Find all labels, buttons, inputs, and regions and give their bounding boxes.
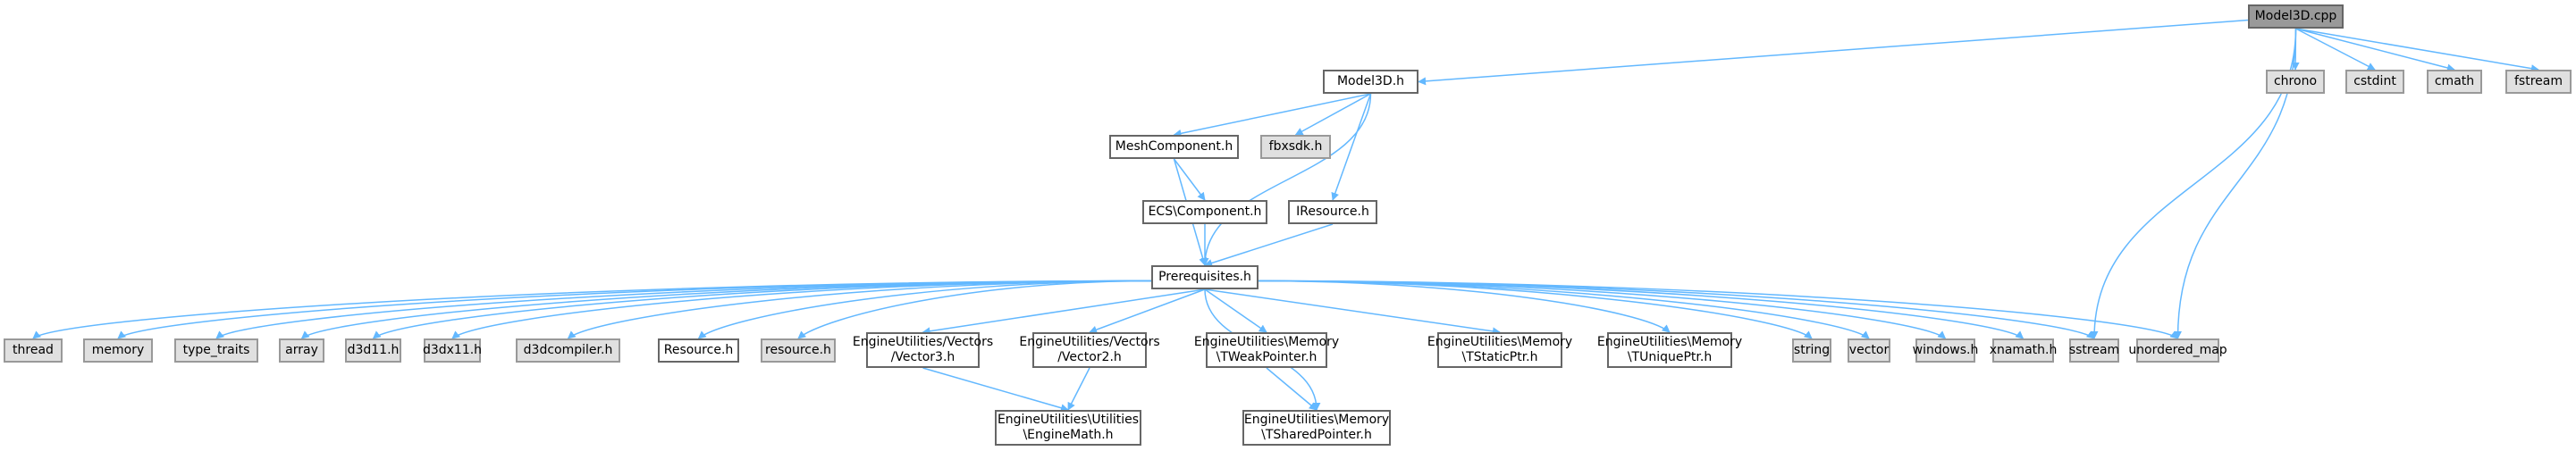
node-label: IResource.h (1296, 205, 1369, 219)
edge-prerequisites_h-to-tweakpointer_h (1204, 288, 1267, 333)
edge-prerequisites_h-to-thread (32, 280, 1152, 339)
node-label: EngineUtilities\Memory \TSharedPointer.h (1243, 413, 1390, 442)
node-label: EngineUtilities\Memory \TUniquePtr.h (1596, 335, 1743, 364)
node-enginemath-h[interactable]: EngineUtilities\Utilities \EngineMath.h (995, 410, 1141, 446)
node-label: ECS\Component.h (1148, 205, 1262, 219)
node-model3d-h[interactable]: Model3D.h (1323, 70, 1418, 94)
node-label: fstream (2514, 74, 2563, 88)
node-tstaticptr-h[interactable]: EngineUtilities\Memory \TStaticPtr.h (1427, 332, 1572, 368)
edge-prerequisites_h-to-d3dcompiler_h (567, 280, 1152, 339)
node-label: chrono (2273, 74, 2318, 88)
node-resource-h-external[interactable]: resource.h (761, 338, 836, 363)
node-cmath[interactable]: cmath (2427, 70, 2482, 94)
node-tsharedpointer-h[interactable]: EngineUtilities\Memory \TSharedPointer.h (1242, 410, 1391, 446)
edge-prerequisites_h-to-unordered_map (1258, 280, 2179, 339)
node-label: thread (13, 343, 54, 357)
node-d3dx11-h[interactable]: d3dx11.h (422, 338, 483, 363)
node-label: xnamath.h (1989, 343, 2058, 357)
node-fbxsdk-h[interactable]: fbxsdk.h (1260, 135, 1331, 159)
node-label: Prerequisites.h (1158, 270, 1251, 284)
node-label: EngineUtilities/Vectors /Vector2.h (1019, 335, 1160, 364)
node-tweakpointer-h[interactable]: EngineUtilities\Memory \TWeakPointer.h (1194, 332, 1339, 368)
node-array[interactable]: array (279, 338, 324, 363)
edge-model3d_h-to-prerequisites_h (1200, 93, 1372, 266)
node-tuniqueptr-h[interactable]: EngineUtilities\Memory \TUniquePtr.h (1597, 332, 1742, 368)
node-label: EngineUtilities\Utilities \EngineMath.h (997, 413, 1140, 442)
node-label: windows.h (1912, 343, 1979, 357)
node-label: Resource.h (663, 343, 734, 357)
node-unordered-map[interactable]: unordered_map (2128, 338, 2227, 363)
node-chrono[interactable]: chrono (2266, 70, 2325, 94)
edge-vector3_h-to-enginemath_h (922, 367, 1069, 413)
edge-meshcomponent_h-to-ecs_component_h (1173, 158, 1206, 201)
edge-prerequisites_h-to-resource_h_lower (797, 280, 1152, 339)
node-meshcomponent-h[interactable]: MeshComponent.h (1109, 135, 1239, 159)
node-label: cmath (2434, 74, 2475, 88)
edge-prerequisites_h-to-d3dx11_h (451, 280, 1152, 339)
node-label: string (1793, 343, 1831, 357)
edge-model3d_cpp-to-fstream (2295, 28, 2539, 73)
node-thread[interactable]: thread (4, 338, 63, 363)
node-label: d3dcompiler.h (523, 343, 613, 357)
node-xnamath-h[interactable]: xnamath.h (1990, 338, 2057, 363)
edge-model3d_h-to-fbxsdk_h (1294, 93, 1371, 136)
node-label: fbxsdk.h (1268, 139, 1323, 154)
node-label: resource.h (765, 343, 831, 357)
node-label: EngineUtilities\Memory \TStaticPtr.h (1427, 335, 1573, 364)
edge-model3d_cpp-to-chrono (2291, 28, 2300, 71)
edge-model3d_h-to-meshcomponent_h (1173, 93, 1371, 138)
node-vector[interactable]: vector (1848, 338, 1890, 363)
edge-layer (32, 19, 2539, 413)
node-label: EngineUtilities/Vectors /Vector3.h (852, 335, 994, 364)
edge-prerequisites_h-to-tstaticptr_h (1204, 288, 1501, 336)
edge-tweakpointer_h-to-tsharedpointer_h (1266, 367, 1317, 411)
node-resource-h-internal[interactable]: Resource.h (658, 338, 739, 363)
node-label: Model3D.h (1336, 74, 1405, 88)
edge-model3d_cpp-to-cmath (2295, 28, 2455, 72)
edge-iresource_h-to-prerequisites_h (1204, 223, 1334, 267)
node-ecs-component-h[interactable]: ECS\Component.h (1142, 200, 1267, 224)
node-label: d3dx11.h (422, 343, 483, 357)
node-label: cstdint (2353, 74, 2396, 88)
node-fstream[interactable]: fstream (2505, 70, 2572, 94)
node-label: vector (1848, 343, 1890, 357)
node-vector3-h[interactable]: EngineUtilities/Vectors /Vector3.h (853, 332, 993, 368)
edge-prerequisites_h-to-resource_h_upper (697, 280, 1152, 339)
node-label: array (285, 343, 318, 357)
edge-model3d_cpp-to-model3d_h (1418, 19, 2249, 86)
node-sstream[interactable]: sstream (2069, 338, 2119, 363)
node-label: d3d11.h (347, 343, 400, 357)
node-label: EngineUtilities\Memory \TWeakPointer.h (1193, 335, 1340, 364)
node-windows-h[interactable]: windows.h (1913, 338, 1978, 363)
node-label: memory (91, 343, 145, 357)
node-type-traits[interactable]: type_traits (174, 338, 258, 363)
node-string[interactable]: string (1792, 338, 1831, 363)
node-label: sstream (2068, 343, 2120, 357)
node-cstdint[interactable]: cstdint (2345, 70, 2404, 94)
node-label: MeshComponent.h (1115, 139, 1233, 154)
node-vector2-h[interactable]: EngineUtilities/Vectors /Vector2.h (1019, 332, 1160, 368)
edge-prerequisites_h-to-vector3_h (922, 288, 1206, 336)
node-d3dcompiler-h[interactable]: d3dcompiler.h (516, 338, 620, 363)
node-model3d-cpp[interactable]: Model3D.cpp (2248, 4, 2344, 29)
edge-prerequisites_h-to-vector2_h (1089, 288, 1206, 334)
node-label: Model3D.cpp (2254, 9, 2337, 23)
node-prerequisites-h[interactable]: Prerequisites.h (1151, 265, 1259, 289)
node-label: unordered_map (2128, 343, 2227, 357)
node-label: type_traits (182, 343, 250, 357)
node-d3d11-h[interactable]: d3d11.h (345, 338, 401, 363)
edge-model3d_h-to-iresource_h (1331, 93, 1372, 201)
edge-vector2_h-to-enginemath_h (1067, 367, 1090, 411)
edge-model3d_cpp-to-cstdint (2295, 28, 2376, 71)
node-iresource-h[interactable]: IResource.h (1288, 200, 1377, 224)
node-memory[interactable]: memory (83, 338, 153, 363)
